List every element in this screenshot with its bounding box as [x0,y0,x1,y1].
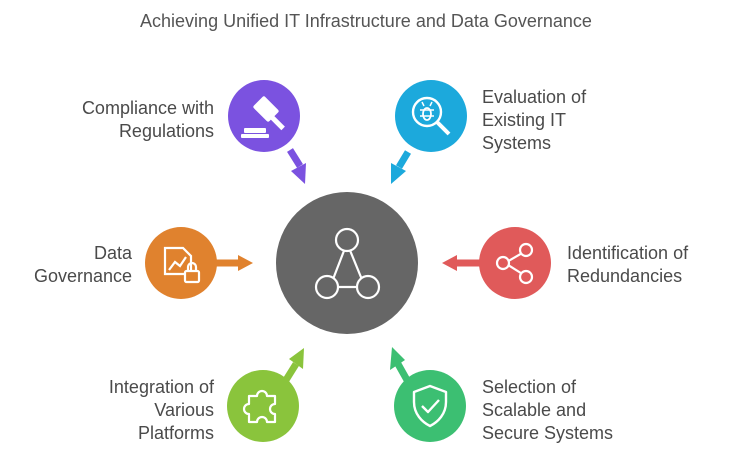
evaluation-arrow-shaft [395,150,412,169]
network-triangle-icon [314,227,381,300]
governance-node [145,227,253,299]
compliance-label: Compliance with Regulations [40,97,214,143]
shield-check-icon [412,384,448,428]
compliance-label-line-1: Compliance with [81,98,214,118]
evaluation-node [391,80,467,184]
governance-label-line-2: Governance [33,266,132,286]
evaluation-label-line-1: Evaluation of [482,87,587,107]
compliance-arrow-shaft [287,148,303,168]
puzzle-icon [242,389,277,424]
selection-circle [394,370,466,442]
selection-label-line-2: Scalable and [482,400,587,420]
selection-arrow-shaft [394,362,411,382]
bug-magnifier-icon [411,96,451,136]
redundancies-label-line-2: Redundancies [567,266,683,286]
selection-arrowhead [390,347,405,370]
integration-label-line-3: Platforms [137,423,214,443]
governance-label: Data Governance [20,242,132,288]
selection-label-line-3: Secure Systems [482,423,614,443]
redundancies-circle [479,227,551,299]
gavel-icon [241,96,285,138]
integration-arrow-shaft [283,362,299,382]
selection-label: Selection of Scalable and Secure Systems [482,376,682,445]
integration-node [227,348,304,442]
compliance-node [228,80,306,184]
compliance-arrowhead [291,163,306,184]
diagram-title: Achieving Unified IT Infrastructure and … [140,11,592,31]
evaluation-label: Evaluation of Existing IT Systems [482,86,682,155]
redundancies-arrowhead [442,255,457,271]
governance-label-line-1: Data [93,243,132,263]
redundancies-label-line-1: Identification of [567,243,689,263]
redundancies-label: Identification of Redundancies [567,242,727,288]
locked-chart-icon [163,246,201,284]
selection-label-line-1: Selection of [482,377,577,397]
center-circle [276,192,418,334]
integration-arrowhead [289,348,304,369]
evaluation-label-line-3: Systems [482,133,552,153]
redundancies-node [442,227,551,299]
integration-label: Integration of Various Platforms [40,376,214,445]
share-icon [495,242,534,285]
evaluation-arrowhead [391,163,406,184]
integration-circle [227,370,299,442]
center-node [276,192,418,334]
governance-arrowhead [238,255,253,271]
evaluation-label-line-2: Existing IT [482,110,567,130]
selection-node [390,347,466,442]
compliance-label-line-2: Regulations [118,121,214,141]
integration-label-line-1: Integration of [108,377,214,397]
integration-label-line-2: Various [154,400,214,420]
